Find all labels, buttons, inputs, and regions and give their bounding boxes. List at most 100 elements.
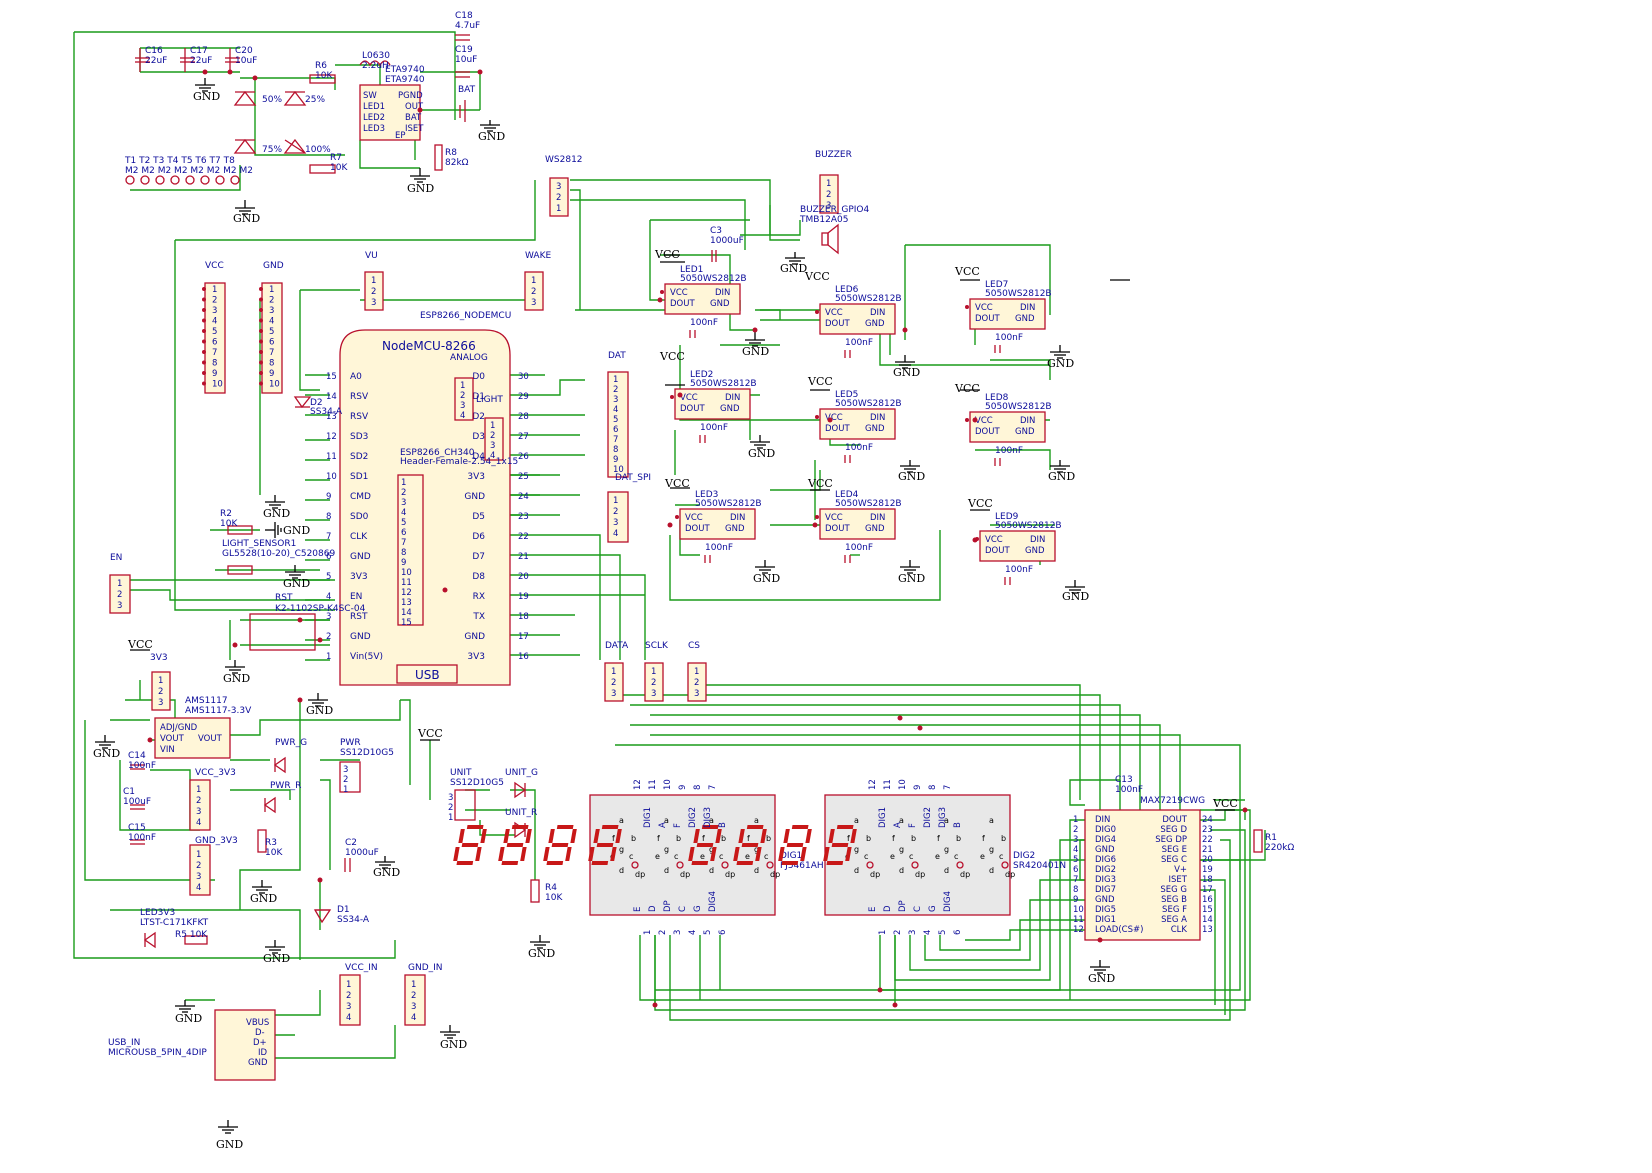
dig2-ref: DIG2 <box>1013 851 1035 861</box>
esp-left-pin-name: SD0 <box>350 512 369 522</box>
ws2812-header <box>549 177 569 217</box>
segment <box>688 847 695 861</box>
segment <box>506 843 524 847</box>
segment-label: f <box>847 834 850 843</box>
led-pin-marker <box>660 290 664 294</box>
segment <box>741 843 759 847</box>
esp-right-pin-number: 18 <box>518 612 529 622</box>
esp-right-pin-number: 29 <box>518 392 529 402</box>
c18-value: 4.7uF <box>455 21 480 31</box>
ams-part: AMS1117-3.3V <box>185 706 252 716</box>
display-bottom-pin-number: 5 <box>703 930 713 935</box>
max-right-pin-name: SEG F <box>1162 905 1187 915</box>
max-left-pin-name: DIG5 <box>1095 905 1116 915</box>
max-right-pin-name: SEG B <box>1161 895 1187 905</box>
segment <box>475 847 482 861</box>
led-pin-marker <box>815 310 819 314</box>
vcc-in-pin-1: 1 <box>346 980 351 990</box>
max-left-pin-name: DIG0 <box>1095 825 1116 835</box>
segment <box>715 829 722 843</box>
unit-switch <box>454 789 476 821</box>
segment-label: g <box>754 845 759 854</box>
gnd-in-pin-1: 1 <box>411 980 416 990</box>
esp-left-pin-name: RST <box>350 612 368 622</box>
led-part: 5050WS2812B <box>690 379 757 389</box>
test-point-labels: T1 T2 T3 T4 T5 T6 T7 T8 <box>124 156 235 166</box>
esp-left-pin-name: 3V3 <box>350 572 368 582</box>
display-top-pin-number: 8 <box>693 785 703 790</box>
header-pin-label: 6 <box>269 338 274 348</box>
r1-ref: R1 <box>1265 833 1277 843</box>
esp-left-pin-name: RSV <box>350 412 369 422</box>
led-pin-gnd: GND <box>865 319 885 329</box>
vcc3v3-pin-1: 1 <box>196 785 201 795</box>
esp-left-pin-number: 7 <box>326 532 331 542</box>
pin-pgnd: PGND <box>398 91 423 101</box>
segment <box>503 829 510 843</box>
esp-right-pin-name: D1 <box>472 392 485 402</box>
v3v3-pin-1: 1 <box>158 676 163 686</box>
led-chip <box>679 508 756 540</box>
header-pin-label: 10 <box>269 380 280 390</box>
esp-right-pin-name: D0 <box>472 372 485 382</box>
light-sensor-ref: LIGHT_SENSOR1 <box>222 539 296 549</box>
display-top-pin-number: 7 <box>943 785 953 790</box>
pin-sw: SW <box>363 91 377 101</box>
seven-seg-digits: afgbecddpafgbecddpafgbecddpafgbecddpafgb… <box>453 816 1015 879</box>
led-pin-vcc: VCC <box>975 303 993 313</box>
display-top-pin-name: A <box>893 822 903 828</box>
header-pin-marker <box>202 287 206 291</box>
unit-pin-1: 1 <box>448 813 453 823</box>
segment <box>781 861 799 865</box>
segment <box>461 843 479 847</box>
led-ref: LED7 <box>985 280 1008 290</box>
segment-label: b <box>866 834 871 843</box>
gnd-label: GND <box>216 1138 243 1151</box>
usb-in-label: USB_IN <box>108 1038 140 1048</box>
header-pin-marker <box>259 350 263 354</box>
vcc-header <box>204 282 226 394</box>
led-pin-dout: DOUT <box>985 546 1010 556</box>
segment <box>565 847 572 861</box>
gnd-label: GND <box>233 212 260 225</box>
segment <box>693 829 700 843</box>
segment <box>691 861 709 865</box>
esp-left-pin-name: Vin(5V) <box>350 652 383 662</box>
gnd-label: GND <box>748 447 775 460</box>
max-left-pin-name: GND <box>1095 895 1115 905</box>
segment-label: a <box>754 816 759 825</box>
header-pin-label: 7 <box>269 348 274 358</box>
regulator-section: 3V3 1 2 3 AMS1117 AMS1117-3.3V ADJ/GND V… <box>108 653 563 1081</box>
gnd-label: GND <box>283 577 310 590</box>
header-pin-marker <box>202 308 206 312</box>
segment <box>736 861 754 865</box>
segment-label: g <box>664 845 669 854</box>
header-pin-marker <box>202 360 206 365</box>
dat-pin-label: 1 <box>613 375 618 385</box>
esp-right-pin-name: GND <box>464 492 485 502</box>
esp-right-pin-number: 17 <box>518 632 529 642</box>
led-cap-value: 100nF <box>705 543 733 553</box>
en-pin-3: 3 <box>117 601 122 611</box>
display-top-pin-name: B <box>718 822 728 828</box>
c20-ref: C20 <box>235 46 253 56</box>
d1-value: SS34-A <box>337 915 370 925</box>
cs-label: CS <box>688 641 700 651</box>
esp-left-pin-name: CLK <box>350 532 368 542</box>
max-left-pin-number: 8 <box>1073 885 1078 895</box>
header-pin-label: 4 <box>269 317 274 327</box>
inductor-ref: L0630 <box>362 51 390 61</box>
dat-spi-pin-1: 1 <box>613 496 618 506</box>
dat-pin-label: 5 <box>613 415 618 425</box>
gnd3v3-pin-1: 1 <box>196 850 201 860</box>
display-bottom-pin-name: E <box>633 907 643 912</box>
gnd-label: GND <box>373 866 400 879</box>
data-label: DATA <box>605 641 629 651</box>
max-right-pin-name: SEG D <box>1160 825 1187 835</box>
